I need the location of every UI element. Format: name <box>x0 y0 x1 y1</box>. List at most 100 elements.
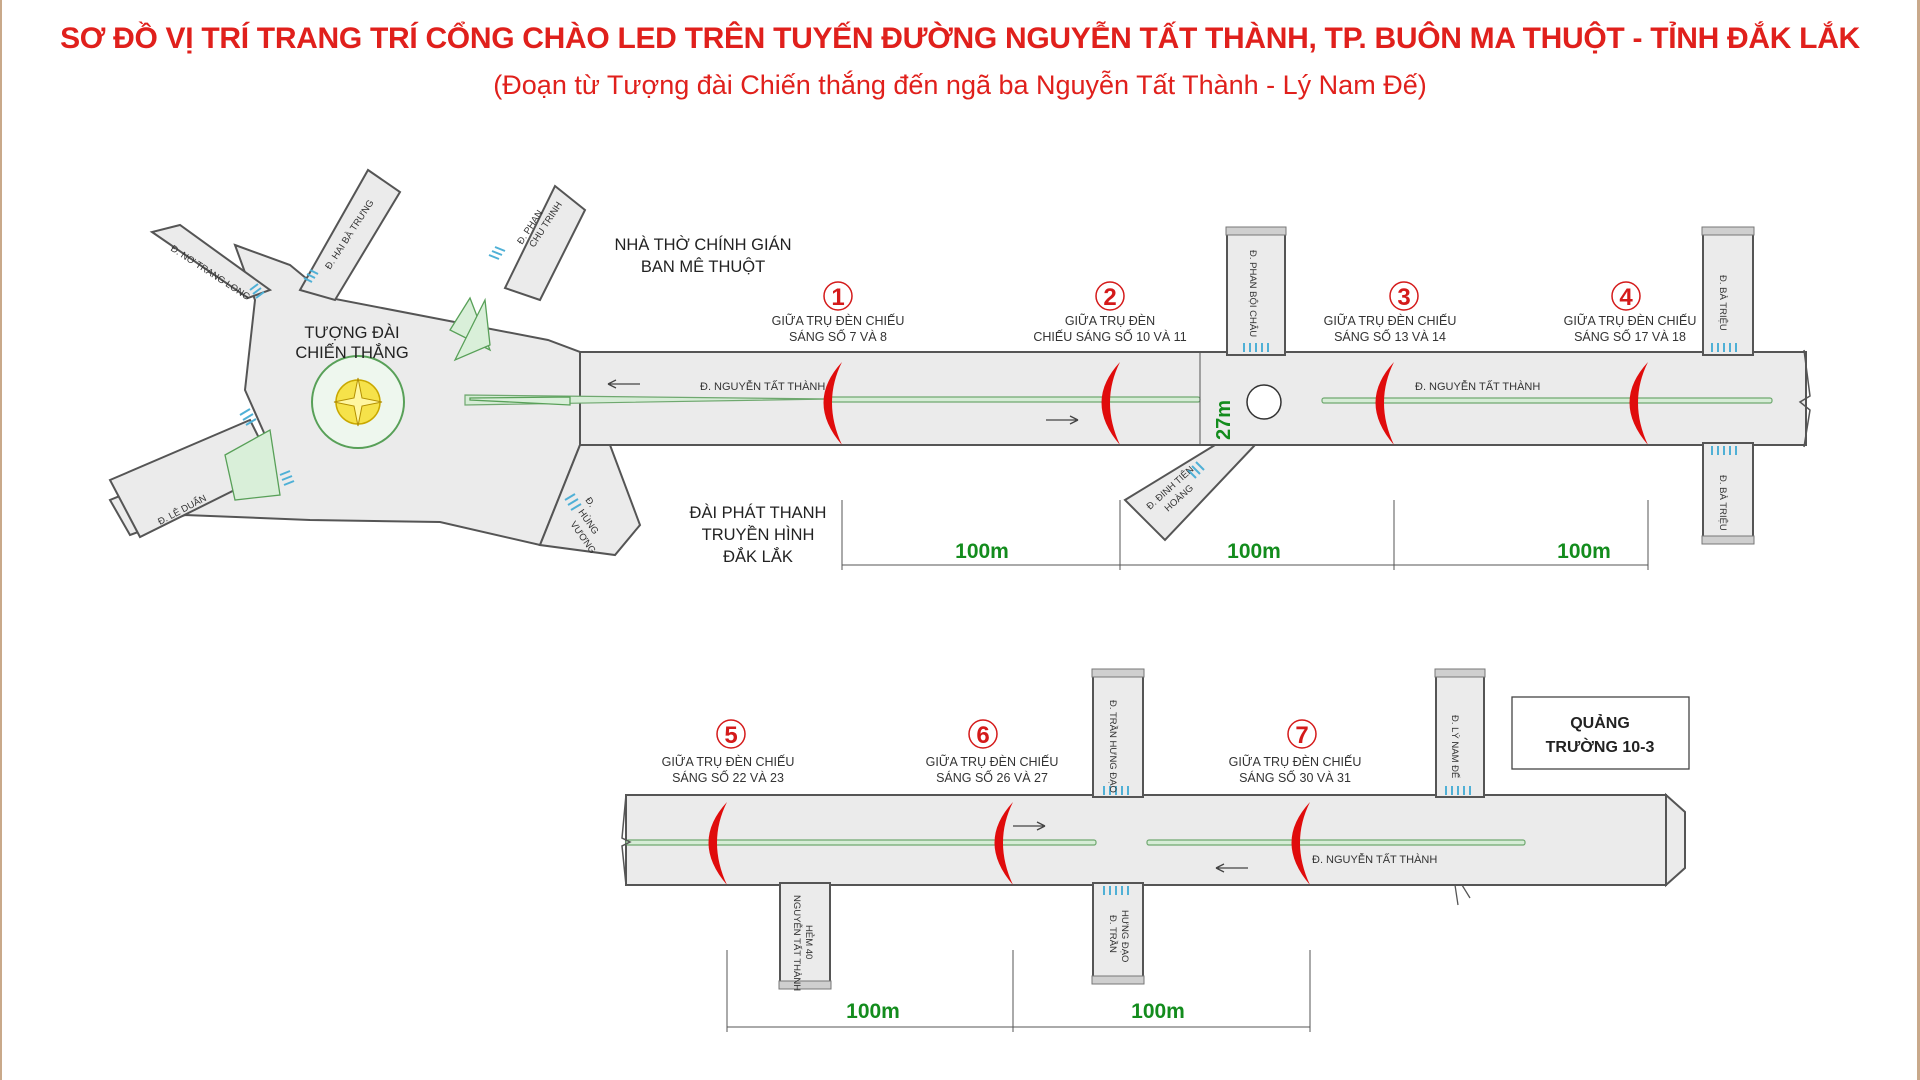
distance-label: 100m <box>1131 1000 1185 1023</box>
gate-description: GIỮA TRỤ ĐÈN CHIẾU <box>1229 754 1362 769</box>
frame-border-left <box>0 0 2 1080</box>
street-label-nguyen-tat-thanh: Đ. NGUYỄN TẤT THÀNH <box>700 380 825 393</box>
street-label-hem-40: HẺM 40 <box>803 925 815 959</box>
church-label: BAN MÊ THUỘT <box>641 257 765 276</box>
direction-arrow-icon <box>1215 863 1248 873</box>
gate-description: CHIẾU SÁNG SỐ 10 VÀ 11 <box>1033 329 1186 344</box>
gate-description: SÁNG SỐ 17 VÀ 18 <box>1574 329 1686 344</box>
phan-boi-chau-road <box>1226 229 1286 356</box>
radio-station-label: ĐÀI PHÁT THANH <box>690 503 827 522</box>
street-label-nguyen-tat-thanh: Đ. NGUYỄN TẤT THÀNH <box>1415 380 1540 393</box>
green-island <box>453 297 491 362</box>
led-gate-arch-icon <box>1629 362 1648 445</box>
gate-number: 7 <box>1295 722 1308 749</box>
led-gate-arch-icon <box>1291 802 1310 885</box>
street-label-hem-40: NGUYỄN TẤT THÀNH <box>791 895 803 991</box>
led-gate-arch-icon <box>1101 362 1120 445</box>
street-label-phan-boi-chau: Đ. PHAN BỘI CHÂU <box>1247 250 1258 337</box>
square-label: QUẢNG <box>1570 713 1630 732</box>
gate-5: 5 GIỮA TRỤ ĐÈN CHIẾU SÁNG SỐ 22 VÀ 23 <box>662 719 795 885</box>
street-label-ba-trieu: Đ. BÀ TRIỆU <box>1717 475 1728 531</box>
distance-label: 100m <box>846 1000 900 1023</box>
gate-description: GIỮA TRỤ ĐÈN <box>1065 313 1155 328</box>
gate-2: 2 GIỮA TRỤ ĐÈN CHIẾU SÁNG SỐ 10 VÀ 11 <box>1033 281 1187 445</box>
gate-description: SÁNG SỐ 22 VÀ 23 <box>672 770 784 785</box>
gate-description: GIỮA TRỤ ĐÈN CHIẾU <box>662 754 795 769</box>
street-label-ba-trieu: Đ. BÀ TRIỆU <box>1717 275 1728 331</box>
tran-hung-dao-road-south <box>1092 882 1144 984</box>
road-end-arrow <box>1665 792 1686 888</box>
gate-4: 4 GIỮA TRỤ ĐÈN CHIẾU SÁNG SỐ 17 VÀ 18 <box>1564 281 1697 445</box>
gate-number: 3 <box>1397 284 1410 311</box>
road-end-cap <box>778 980 832 990</box>
distance-label: 100m <box>1557 540 1611 563</box>
median-strip <box>829 396 1201 403</box>
break-mark <box>1454 884 1471 906</box>
led-gate-arch-icon <box>823 362 842 445</box>
crosswalks-bottom <box>1103 786 1471 895</box>
dinh-tien-hoang-road <box>1123 444 1258 542</box>
green-island <box>469 396 571 406</box>
map-title: SƠ ĐỒ VỊ TRÍ TRANG TRÍ CỔNG CHÀO LED TRÊ… <box>60 22 1860 55</box>
gate-6: 6 GIỮA TRỤ ĐÈN CHIẾU SÁNG SỐ 26 VÀ 27 <box>926 719 1059 885</box>
gate-description: SÁNG SỐ 30 VÀ 31 <box>1239 770 1351 785</box>
gate-description: GIỮA TRỤ ĐÈN CHIẾU <box>926 754 1059 769</box>
crosswalks-top <box>239 246 1737 511</box>
gate-description: SÁNG SỐ 7 VÀ 8 <box>789 329 887 344</box>
phan-chu-trinh-road <box>503 184 587 302</box>
road-end-cap <box>1225 226 1287 236</box>
direction-arrow-icon <box>1046 415 1079 425</box>
traffic-circle <box>1246 384 1282 420</box>
direction-arrow-icon <box>1013 821 1046 831</box>
hai-ba-trung-road <box>298 168 402 302</box>
direction-arrow-icon <box>607 379 640 389</box>
bottom-road-network <box>621 668 1686 990</box>
road-end-cap <box>1091 668 1145 678</box>
street-label-tran-hung-dao: Đ. TRẦN HƯNG ĐẠO <box>1107 700 1118 793</box>
radio-station-label: ĐẮK LẮK <box>723 547 793 566</box>
break-mark <box>1798 349 1811 448</box>
distance-dimensions: 100m 100m 100m 100m 100m <box>726 500 1649 1032</box>
square-label-box <box>1511 696 1690 770</box>
green-island <box>224 428 281 501</box>
frame-border-right <box>1917 0 1920 1080</box>
square-label: TRƯỜNG 10-3 <box>1546 737 1655 756</box>
gate-description: GIỮA TRỤ ĐÈN CHIẾU <box>1324 313 1457 328</box>
road-width-label: 27m <box>1213 400 1235 440</box>
monument-label: CHIẾN THẮNG <box>295 343 408 362</box>
gate-7: 7 GIỮA TRỤ ĐÈN CHIẾU SÁNG SỐ 30 VÀ 31 <box>1229 719 1362 885</box>
gate-number: 6 <box>976 722 989 749</box>
led-gate-arch-icon <box>1375 362 1394 445</box>
gate-description: GIỮA TRỤ ĐÈN CHIẾU <box>772 313 905 328</box>
gate-number: 5 <box>724 722 737 749</box>
distance-label: 100m <box>1227 540 1281 563</box>
gate-description: SÁNG SỐ 13 VÀ 14 <box>1334 329 1446 344</box>
median-strip <box>1321 397 1773 404</box>
road-end-cap <box>1701 226 1755 236</box>
street-label-tran-hung-dao: Đ. TRẦN <box>1107 915 1118 953</box>
compass-star-icon <box>333 377 383 427</box>
ly-nam-de-road <box>1435 671 1485 798</box>
gate-markers: 1 GIỮA TRỤ ĐÈN CHIẾU SÁNG SỐ 7 VÀ 8 2 GI… <box>662 281 1697 885</box>
road-end-cap <box>1701 535 1755 545</box>
place-labels: NHÀ THỜ CHÍNH GIÁN BAN MÊ THUỘT TƯỢNG ĐÀ… <box>295 235 1690 770</box>
map-subtitle: (Đoạn từ Tượng đài Chiến thắng đến ngã b… <box>493 70 1427 100</box>
radio-station-label: TRUYỀN HÌNH <box>702 525 815 544</box>
distance-label: 100m <box>955 540 1009 563</box>
median-strip <box>625 839 1097 846</box>
led-gate-arch-icon <box>994 802 1013 885</box>
no-trang-long-road <box>149 223 273 300</box>
road-end-cap <box>1434 668 1486 678</box>
led-gate-arch-icon <box>708 802 727 885</box>
top-road-network <box>108 168 1811 557</box>
gate-1: 1 GIỮA TRỤ ĐÈN CHIẾU SÁNG SỐ 7 VÀ 8 <box>772 281 905 445</box>
ba-trieu-road-north <box>1702 229 1754 356</box>
street-label-tran-hung-dao: HƯNG ĐẠO <box>1119 910 1130 962</box>
gate-number: 2 <box>1103 284 1116 311</box>
church-label: NHÀ THỜ CHÍNH GIÁN <box>614 235 791 254</box>
gate-number: 4 <box>1619 284 1633 311</box>
hung-vuong-road <box>538 444 642 557</box>
gate-description: GIỮA TRỤ ĐÈN CHIẾU <box>1564 313 1697 328</box>
